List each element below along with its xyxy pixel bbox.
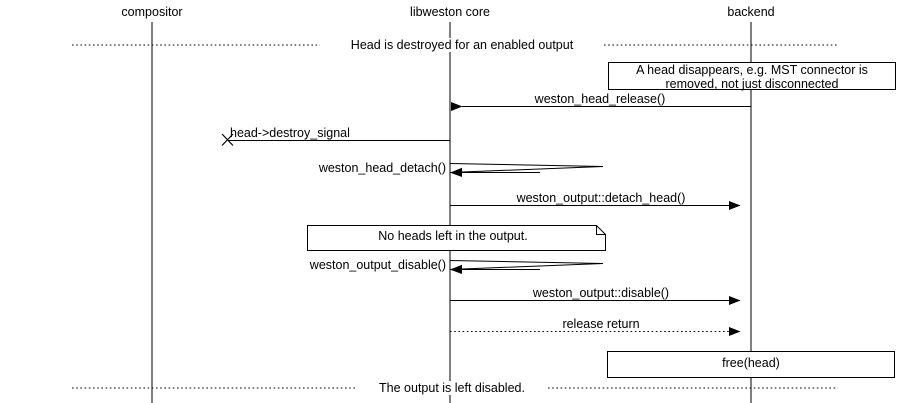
message-label-weston-output-detach-head: weston_output::detach_head()	[516, 191, 686, 205]
message-weston-head-detach-loop	[449, 163, 604, 177]
note-head-disappears-line-2: removed, not just disconnected	[665, 76, 839, 91]
note-free-head-shape	[607, 351, 895, 378]
note-head-disappears-shape	[608, 62, 896, 90]
note-free-head-line-1: free(head)	[722, 356, 780, 370]
message-label-weston-head-detach: weston_head_detach()	[318, 161, 446, 175]
message-label-release-return: release return	[562, 317, 640, 331]
divider-label-head-destroyed: Head is destroyed for an enabled output	[347, 38, 577, 52]
message-label-weston-output-disable: weston_output::disable()	[532, 286, 670, 300]
note-head-disappears-line-1: A head disappears, e.g. MST connector is	[636, 63, 868, 77]
message-label-weston-head-release: weston_head_release()	[534, 92, 666, 106]
note-no-heads-left-line-1: No heads left in the output.	[378, 229, 528, 243]
note-free-head-text: free(head)	[608, 356, 894, 371]
participant-label-backend: backend	[727, 5, 775, 19]
divider-label-output-disabled: The output is left disabled.	[376, 381, 528, 395]
message-label-weston-output-disable-call: weston_output_disable()	[309, 258, 446, 272]
note-no-heads-left-shape	[307, 225, 606, 251]
message-head-destroy-signal-line	[221, 133, 450, 146]
message-weston-output-disable-call-loop	[449, 260, 604, 274]
participant-label-libweston-core: libweston core	[410, 5, 490, 19]
note-no-heads-left-text: No heads left in the output.	[308, 229, 598, 244]
message-label-head-destroy-signal: head->destroy_signal	[230, 126, 350, 140]
note-head-disappears-text: A head disappears, e.g. MST connector is…	[609, 63, 895, 91]
participant-label-compositor: compositor	[121, 5, 183, 19]
